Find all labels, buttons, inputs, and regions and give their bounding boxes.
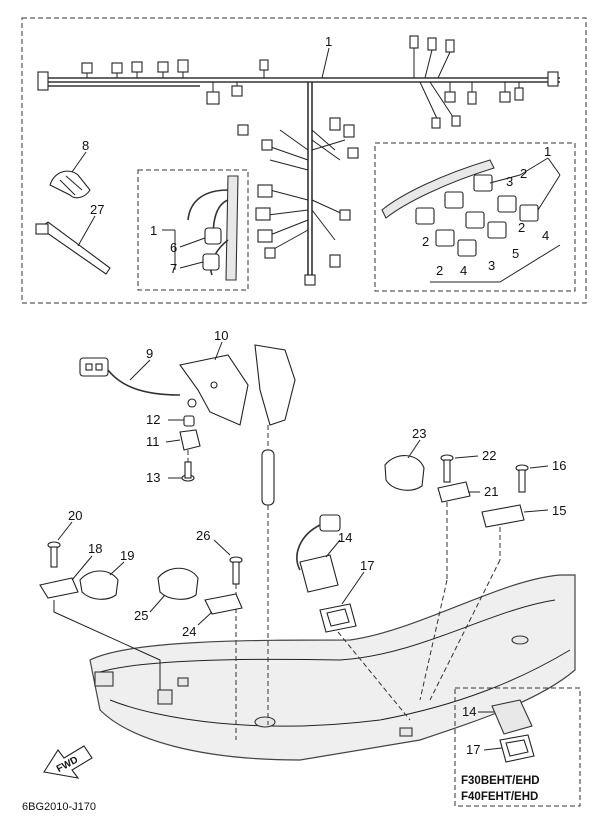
callout-21: 21 xyxy=(484,484,498,499)
part-14-switch: 14 xyxy=(296,514,352,593)
part-15-bracket: 15 xyxy=(429,503,566,701)
callout-15: 15 xyxy=(552,503,566,518)
callout-5: 5 xyxy=(512,246,519,261)
callout-7: 7 xyxy=(170,261,177,276)
sub-harness-inset-frame xyxy=(137,169,249,291)
part-8-clamp: 8 xyxy=(49,138,91,199)
part-24-plate: 24 xyxy=(182,593,243,639)
callout-2c: 2 xyxy=(518,220,525,235)
callout-22: 22 xyxy=(482,448,496,463)
connector-cluster-inset: 1 2 3 2 2 4 5 2 4 3 xyxy=(374,142,576,292)
callout-4b: 4 xyxy=(460,263,467,278)
callout-27: 27 xyxy=(90,202,104,217)
callout-16: 16 xyxy=(552,458,566,473)
harness-panel-frame xyxy=(21,17,587,304)
callout-11: 11 xyxy=(146,434,160,449)
callout-1-top: 1 xyxy=(325,34,332,49)
callout-17-inset: 17 xyxy=(466,742,480,757)
callout-24: 24 xyxy=(182,624,196,639)
part-16-bolt: 16 xyxy=(515,458,566,493)
part-26-bolt: 26 xyxy=(196,528,243,740)
callout-12: 12 xyxy=(146,412,160,427)
part-11-plate: 11 xyxy=(146,429,201,451)
callout-14-inset: 14 xyxy=(462,704,476,719)
part-9-lead-wire: 9 xyxy=(79,346,181,396)
callout-25: 25 xyxy=(134,608,148,623)
part-22-bolt: 22 xyxy=(440,448,496,483)
figure-code: 6BG2010-J170 xyxy=(22,801,96,813)
shift-rod-assembly xyxy=(254,344,296,725)
part-27-cable-tie: 27 xyxy=(35,202,111,275)
callout-3b: 3 xyxy=(488,258,495,273)
callout-10: 10 xyxy=(214,328,228,343)
model-variant-frame xyxy=(454,687,581,807)
connector-cluster-frame xyxy=(374,142,576,292)
part-19-holder: 19 xyxy=(79,548,134,600)
part-10-bracket: 10 xyxy=(179,328,249,426)
part-18-clamp: 18 xyxy=(39,541,102,599)
callout-2d: 2 xyxy=(436,263,443,278)
callout-26: 26 xyxy=(196,528,210,543)
callout-19: 19 xyxy=(120,548,134,563)
callout-3a: 3 xyxy=(506,174,513,189)
callout-17: 17 xyxy=(360,558,374,573)
forward-arrow: FWD xyxy=(43,745,93,779)
part-23-holder: 23 xyxy=(384,426,426,491)
callout-1-mid: 1 xyxy=(544,144,551,159)
callout-8: 8 xyxy=(82,138,89,153)
part-21-plate: 21 xyxy=(419,481,498,701)
model-variant-inset: 14 17 F30BEHT/EHD F40FEHT/EHD xyxy=(454,687,581,807)
callout-6: 6 xyxy=(170,240,177,255)
part-17-grommet: 17 xyxy=(319,558,411,721)
callout-20: 20 xyxy=(68,508,82,523)
part-13-bolt: 13 xyxy=(146,450,195,485)
callout-1-inset: 1 xyxy=(150,223,157,238)
callout-4a: 4 xyxy=(542,228,549,243)
model-line-2: F40FEHT/EHD xyxy=(461,791,538,803)
callout-18: 18 xyxy=(88,541,102,556)
callout-2a: 2 xyxy=(520,166,527,181)
callout-9: 9 xyxy=(146,346,153,361)
part-12-screw: 12 xyxy=(146,412,195,427)
sub-harness-inset: 1 6 7 xyxy=(137,169,249,291)
part-20-bolt: 20 xyxy=(47,508,82,568)
lower-cowling xyxy=(89,574,576,761)
callout-13: 13 xyxy=(146,470,160,485)
part-25-holder: 25 xyxy=(134,567,199,623)
model-line-1: F30BEHT/EHD xyxy=(461,775,540,787)
callout-23: 23 xyxy=(412,426,426,441)
callout-2b: 2 xyxy=(422,234,429,249)
main-wire-harness xyxy=(37,35,560,286)
wire-harness-panel: 1 8 27 1 6 7 xyxy=(21,17,587,304)
callout-14: 14 xyxy=(338,530,352,545)
